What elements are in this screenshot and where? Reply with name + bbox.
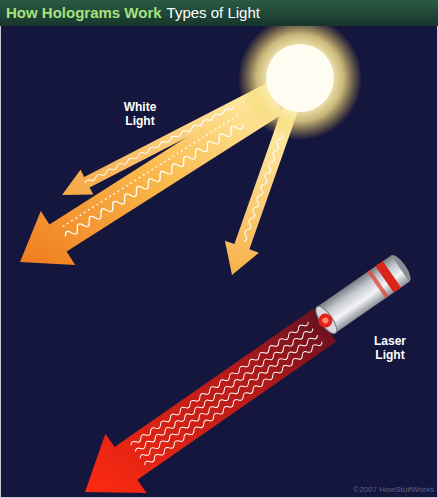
subtitle: Types of Light: [167, 4, 260, 21]
light-label: Laser Light: [362, 334, 418, 362]
title-bar: How Holograms Work Types of Light: [0, 0, 438, 26]
watermark: ©2007 HowStuffWorks: [353, 485, 434, 495]
light-label: White Light: [112, 100, 168, 128]
title: How Holograms Work: [6, 4, 162, 21]
